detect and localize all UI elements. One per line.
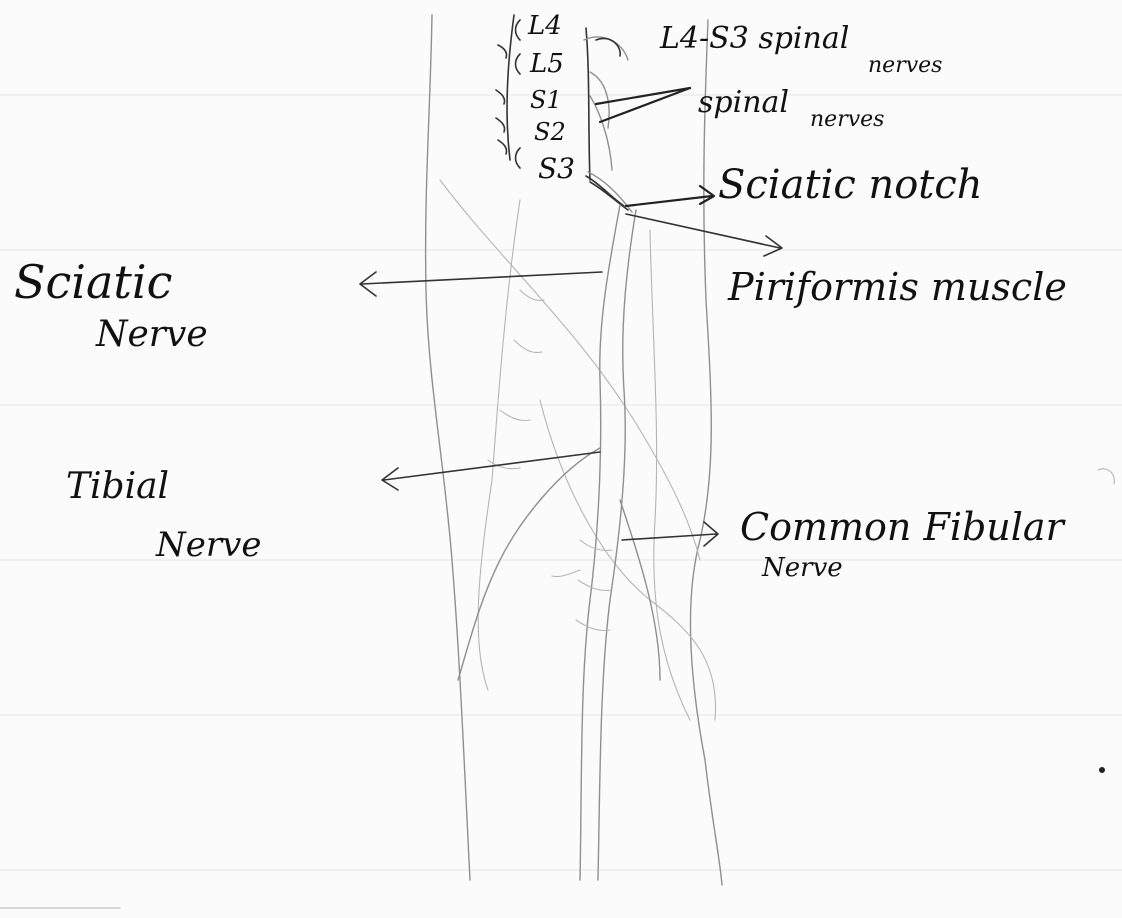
leg-inner-right bbox=[650, 230, 690, 720]
sciatic-notch-hatch bbox=[586, 176, 628, 210]
label-s2: S2 bbox=[534, 118, 566, 146]
label-l4: L4 bbox=[527, 11, 562, 41]
label-fibular-top: Common Fibular bbox=[740, 505, 1067, 549]
label-l5: L5 bbox=[529, 49, 564, 79]
label-piriformis: Piriformis muscle bbox=[727, 265, 1067, 309]
label-range-top: L4-S3 spinal bbox=[659, 21, 849, 56]
label-s1: S1 bbox=[530, 86, 562, 114]
level-labels: L4 L5 S1 S2 S3 bbox=[527, 11, 575, 185]
nerve-root-l4 bbox=[584, 37, 628, 60]
vertebra-brackets bbox=[516, 20, 521, 168]
label-tibial-top: Tibial bbox=[66, 466, 169, 507]
arrow-spinal-nerves-b bbox=[600, 88, 690, 122]
label-s3: S3 bbox=[538, 152, 575, 185]
vertebra-right-edge bbox=[586, 28, 590, 180]
arrow-sciatic-nerve bbox=[360, 272, 602, 296]
label-tibial-bottom: Nerve bbox=[155, 525, 261, 565]
leg-cross-line bbox=[440, 180, 700, 560]
leg-outline bbox=[426, 15, 722, 885]
label-range-bottom: nerves bbox=[868, 53, 942, 78]
label-sciatic-notch: Sciatic notch bbox=[718, 162, 983, 208]
arrow-sciatic-notch bbox=[626, 186, 714, 206]
leg-left-edge bbox=[426, 15, 470, 880]
label-spinal-bottom: nerves bbox=[810, 107, 884, 132]
leg-right-edge bbox=[691, 20, 722, 885]
vertebra-ticks bbox=[496, 45, 507, 154]
nerve-branches-upper bbox=[488, 290, 544, 469]
nerve-branches-lower bbox=[552, 540, 612, 631]
label-sciatic-bottom: Nerve bbox=[95, 314, 208, 355]
label-sciatic-top: Sciatic bbox=[14, 255, 172, 309]
arrow-spinal-nerves-a bbox=[596, 88, 690, 104]
leg-inner-left bbox=[478, 200, 520, 690]
arrow-spinal-range bbox=[596, 38, 620, 56]
label-spinal-top: spinal bbox=[698, 85, 789, 120]
vertebra-left-edge bbox=[507, 15, 514, 160]
fibular-nerve-path bbox=[620, 500, 660, 680]
label-fibular-bottom: Nerve bbox=[761, 553, 843, 583]
